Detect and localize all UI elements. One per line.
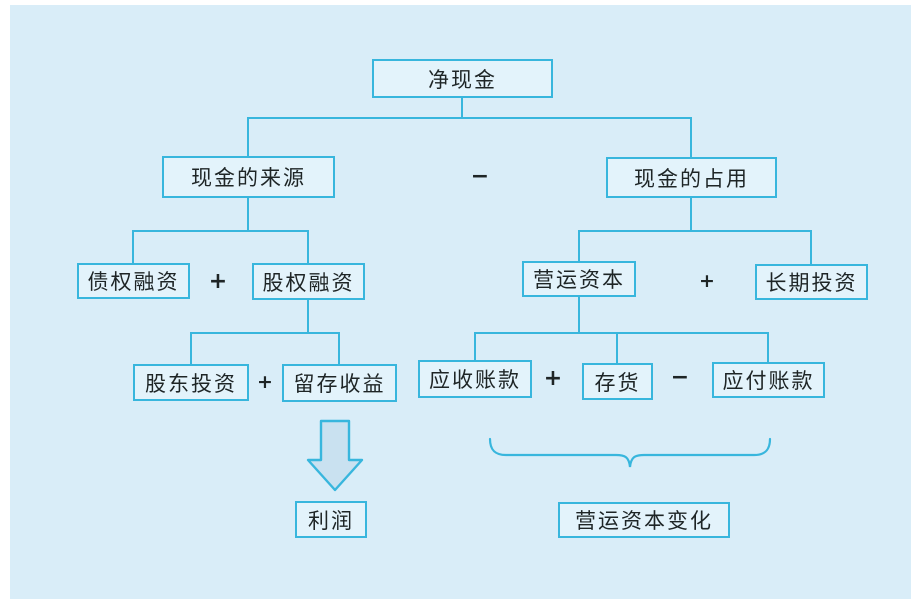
- connector-line: [338, 332, 340, 365]
- connector-line: [578, 230, 580, 262]
- connector-line: [132, 230, 309, 232]
- node-cash-sources: 现金的来源: [162, 156, 335, 198]
- node-inventory: 存货: [582, 363, 653, 400]
- diagram-panel: 净现金 现金的来源 现金的占用 债权融资 股权融资 营运资本 长期投资 股东投资…: [10, 5, 911, 599]
- connector-line: [132, 230, 134, 264]
- connector-line: [461, 98, 463, 118]
- connector-line: [474, 332, 768, 334]
- node-profit: 利润: [295, 501, 367, 538]
- connector-line: [307, 300, 309, 333]
- node-longterm-investment: 长期投资: [755, 264, 868, 300]
- down-block-arrow-icon: [306, 419, 364, 492]
- connector-line: [247, 117, 692, 119]
- connector-line: [616, 332, 618, 364]
- connector-line: [690, 117, 692, 158]
- connector-line: [767, 332, 769, 363]
- node-working-capital: 营运资本: [522, 261, 636, 297]
- node-net-cash: 净现金: [372, 59, 553, 98]
- connector-line: [307, 230, 309, 264]
- node-accounts-receivable: 应收账款: [418, 360, 532, 398]
- connector-line: [474, 332, 476, 361]
- connector-line: [578, 230, 812, 232]
- connector-line: [690, 198, 692, 231]
- node-shareholder-investment: 股东投资: [133, 364, 249, 401]
- node-equity-financing: 股权融资: [252, 263, 365, 300]
- operator-plus-uses: +: [699, 270, 715, 292]
- connector-line: [247, 117, 249, 157]
- node-accounts-payable: 应付账款: [712, 362, 825, 398]
- operator-plus-equity: +: [257, 371, 273, 393]
- node-cash-uses: 现金的占用: [606, 157, 777, 198]
- connector-line: [247, 198, 249, 231]
- connector-line: [578, 297, 580, 333]
- connector-line: [190, 332, 340, 334]
- operator-plus-working-capital: +: [543, 365, 563, 391]
- node-retained-earnings: 留存收益: [282, 364, 397, 402]
- connector-line: [190, 332, 192, 365]
- node-debt-financing: 债权融资: [77, 263, 190, 299]
- connector-line: [810, 230, 812, 265]
- operator-minus-working-capital: −: [670, 364, 690, 390]
- node-working-capital-change: 营运资本变化: [558, 502, 730, 538]
- underbrace-icon: [488, 437, 772, 468]
- operator-plus-financing: +: [208, 268, 228, 294]
- operator-minus-top: −: [470, 163, 490, 189]
